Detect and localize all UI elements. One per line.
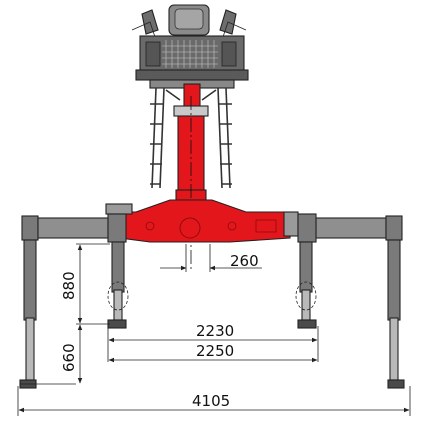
dim-pad-span-inner-label: 2230 [196, 322, 234, 340]
red-column [173, 83, 209, 270]
foot-pad-right-outer [387, 379, 405, 389]
dim-height-upper-label: 880 [60, 271, 78, 300]
outrigger-left-beam [37, 217, 109, 239]
dim-heights: 880 660 [20, 243, 110, 385]
work-platform [131, 4, 249, 89]
dim-height-lower-label: 660 [60, 343, 78, 372]
dim-pad-span-outer-label: 2250 [196, 342, 234, 360]
outrigger-beams [21, 213, 403, 243]
dim-pad-span-outer: 2250 [108, 342, 318, 363]
dim-center-offset: 260 [160, 244, 262, 272]
dim-pad-span-inner: 2230 [107, 322, 319, 362]
dim-overall-width-label: 4105 [192, 392, 230, 410]
red-chassis [105, 199, 299, 243]
ladder-rails [150, 87, 232, 189]
outrigger-left-outer-head [21, 215, 39, 241]
dim-overall-width: 4105 [17, 386, 411, 416]
foot-pad-right-inner [297, 319, 317, 329]
foot-pad-left-inner [107, 319, 127, 329]
outrigger-right-outer-head [385, 215, 403, 241]
dim-center-offset-label: 260 [230, 252, 259, 270]
outrigger-legs [19, 239, 405, 389]
outrigger-right-beam [315, 217, 387, 239]
